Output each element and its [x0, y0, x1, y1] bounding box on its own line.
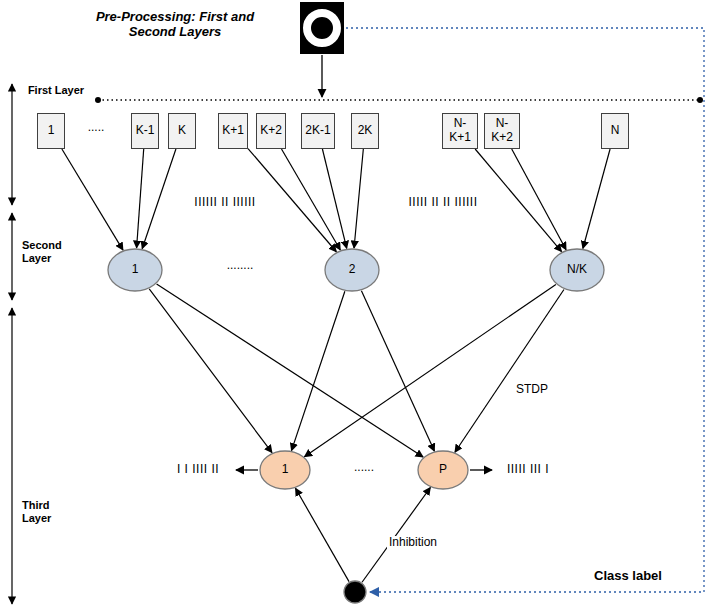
digit-stroke — [307, 13, 337, 43]
spike-train: IIIII III I — [505, 463, 551, 477]
input-box: N-K+2 — [484, 113, 520, 149]
output-arrow — [236, 469, 258, 470]
neuron-shape — [325, 249, 379, 291]
synapse-connector — [248, 149, 336, 252]
neuron-shape — [108, 249, 162, 291]
second-layer-neuron: N/K — [549, 248, 605, 292]
node-text: K-1 — [136, 124, 155, 138]
input-box: 2K-1 — [301, 113, 335, 149]
layer-name: First Layer — [26, 84, 86, 97]
output-arrow — [470, 469, 492, 470]
synapse-connector — [455, 289, 564, 452]
input-box: 1 — [37, 113, 65, 149]
synapse-connector — [295, 488, 349, 581]
class-label-line — [346, 28, 704, 592]
line-end-dot — [95, 97, 101, 103]
node-text: 2 — [349, 263, 356, 277]
synapse-connector — [475, 149, 561, 252]
output-neuron: P — [417, 450, 469, 490]
ellipsis: ..... — [86, 121, 107, 135]
node-text: P — [439, 463, 447, 477]
neuron-shape — [344, 581, 366, 603]
input-arrow — [321, 55, 322, 97]
layer-name: Third Layer — [20, 499, 68, 524]
line-end-dot — [697, 97, 703, 103]
synapse-connector — [583, 149, 610, 248]
node-text: N-K+2 — [488, 117, 516, 145]
synapse-connector — [512, 149, 566, 250]
node-text: 1 — [48, 124, 55, 138]
node-text: K — [178, 124, 186, 138]
synapse-connector — [142, 149, 176, 249]
node-text: 1 — [282, 463, 289, 477]
synapse-connector — [62, 149, 123, 250]
spike-train: IIIIII II IIIIII — [192, 196, 257, 210]
synapse-connector — [322, 149, 346, 248]
node-text: K+1 — [222, 124, 244, 138]
node-text: 2K — [358, 124, 373, 138]
input-box: K — [168, 113, 196, 149]
neuron-outline — [343, 580, 367, 604]
second-layer-neuron: 1 — [107, 248, 163, 292]
dotted-line — [98, 99, 700, 101]
layer-span-arrow — [11, 84, 12, 205]
synapse-connector — [361, 291, 434, 451]
layer-span-arrow — [11, 308, 12, 604]
layer-name: Second Layer — [20, 239, 72, 264]
input-box: N — [601, 113, 629, 149]
synapse-connector — [137, 149, 144, 248]
neuron-caption: Inhibition — [387, 536, 439, 550]
layer-span-arrow — [11, 213, 12, 300]
digit-image — [300, 2, 344, 54]
section-title: Pre-Processing: First and Second Layers — [88, 10, 262, 40]
synapse-connector — [291, 291, 344, 450]
node-text: 1 — [132, 263, 139, 277]
synapse-connector — [157, 284, 424, 457]
ellipsis: ...... — [352, 461, 376, 475]
synapse-connector — [354, 149, 363, 248]
input-box: K+2 — [256, 113, 286, 149]
spike-train: I I IIII II — [175, 463, 221, 477]
input-box: K+1 — [218, 113, 248, 149]
input-box: 2K — [351, 113, 379, 149]
synapse-connector — [304, 284, 555, 456]
input-box: N-K+1 — [442, 113, 478, 149]
class-label: Class label — [592, 569, 664, 584]
synapse-connector — [149, 289, 272, 453]
ellipsis: ........ — [225, 259, 256, 273]
learning-rule: STDP — [514, 383, 550, 397]
neuron-shape — [550, 249, 604, 291]
node-text: N-K+1 — [446, 117, 474, 145]
second-layer-neuron: 2 — [324, 248, 380, 292]
node-text: N/K — [567, 263, 587, 277]
neuron-shape — [260, 451, 310, 489]
input-box: K-1 — [131, 113, 159, 149]
output-neuron: 1 — [259, 450, 311, 490]
synapse-connector — [362, 487, 430, 582]
synapse-connector — [281, 149, 340, 250]
neuron-shape — [418, 451, 468, 489]
node-text: K+2 — [260, 124, 282, 138]
spike-train: IIIII II II IIIIII — [406, 196, 479, 210]
node-text: N — [611, 124, 620, 138]
inhibition-neuron: Inhibition — [343, 580, 367, 604]
node-text: 2K-1 — [305, 124, 330, 138]
